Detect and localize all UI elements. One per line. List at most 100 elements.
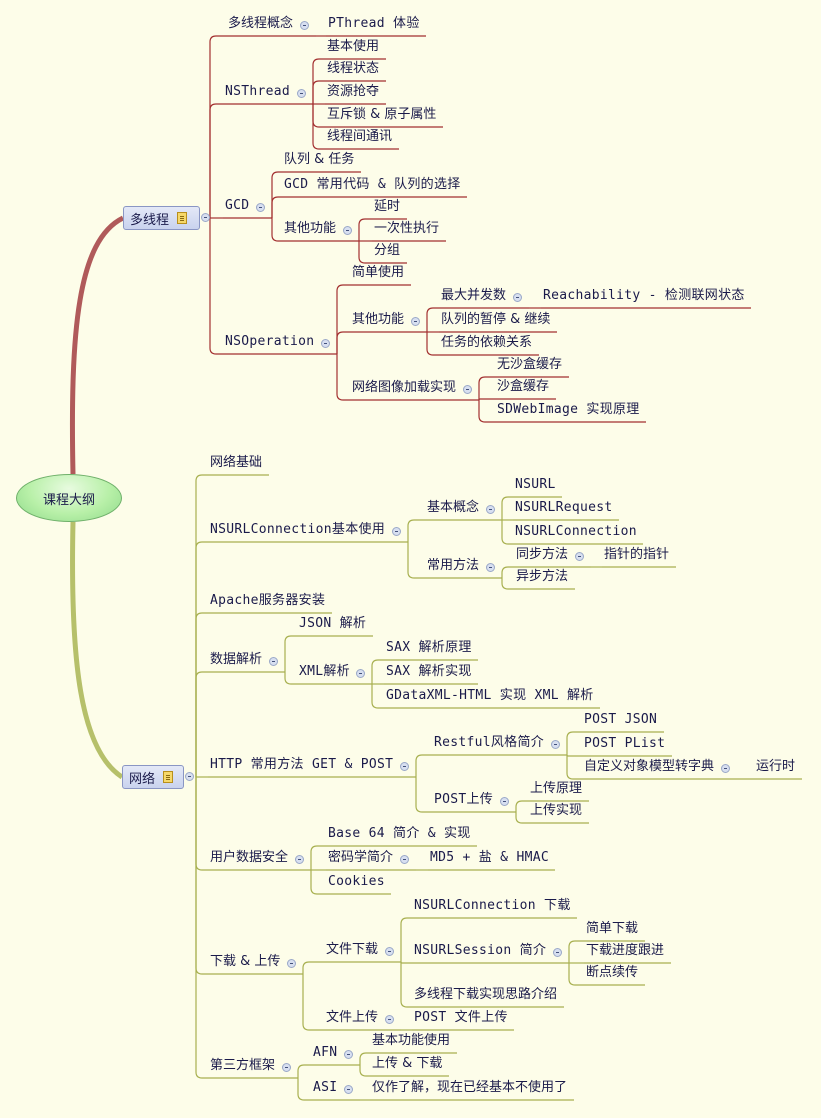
node-n3-1-1[interactable]: SAX 解析实现 [386, 664, 472, 679]
node-n1-0-0[interactable]: NSURL [515, 477, 556, 492]
collapse-toggle-icon[interactable] [400, 762, 409, 771]
node-n6-0-1[interactable]: NSURLSession 简介 [414, 943, 547, 958]
node-0[interactable]: 多线程概念 [228, 16, 294, 31]
root-node[interactable]: 课程大纲 [16, 474, 122, 522]
node-n1-0[interactable]: 基本概念 [427, 500, 480, 515]
node-n4-0-0[interactable]: POST JSON [584, 712, 658, 727]
collapse-toggle-icon[interactable] [551, 740, 560, 749]
node-n6[interactable]: 下载 & 上传 [210, 954, 281, 969]
node-n6-0-2[interactable]: 多线程下载实现思路介绍 [414, 987, 558, 1002]
node-3-2[interactable]: 网络图像加载实现 [352, 380, 457, 395]
topic-multithreading[interactable]: 多线程 [123, 206, 200, 230]
node-n1[interactable]: NSURLConnection基本使用 [210, 522, 386, 537]
node-2-2-1[interactable]: 一次性执行 [374, 221, 440, 236]
node-1-0[interactable]: 基本使用 [327, 39, 380, 54]
collapse-toggle-icon[interactable] [575, 552, 584, 561]
node-1-1[interactable]: 线程状态 [327, 61, 380, 76]
node-3-2-1[interactable]: 沙盒缓存 [497, 379, 550, 394]
node-n7-0-0[interactable]: 基本功能使用 [372, 1033, 451, 1048]
node-n1-1-0-0[interactable]: 指针的指针 [604, 547, 670, 562]
node-3-2-2[interactable]: SDWebImage 实现原理 [497, 402, 640, 417]
node-n7[interactable]: 第三方框架 [210, 1058, 276, 1073]
node-3-1-0-0[interactable]: Reachability - 检测联网状态 [543, 288, 745, 303]
node-n6-0[interactable]: 文件下载 [326, 942, 379, 957]
collapse-toggle-icon[interactable] [201, 213, 210, 222]
collapse-toggle-icon[interactable] [297, 89, 306, 98]
node-2-0[interactable]: 队列 & 任务 [284, 152, 355, 167]
node-3-1-1[interactable]: 队列的暂停 & 继续 [441, 312, 551, 327]
collapse-toggle-icon[interactable] [721, 764, 730, 773]
node-n3[interactable]: 数据解析 [210, 652, 263, 667]
node-n7-1-0[interactable]: 仅作了解，现在已经基本不使用了 [372, 1080, 568, 1095]
collapse-toggle-icon[interactable] [321, 339, 330, 348]
collapse-toggle-icon[interactable] [300, 21, 309, 30]
node-n4-1-1[interactable]: 上传实现 [530, 803, 583, 818]
node-n2[interactable]: Apache服务器安装 [210, 593, 326, 608]
node-n6-1-0[interactable]: POST 文件上传 [414, 1010, 508, 1025]
collapse-toggle-icon[interactable] [513, 293, 522, 302]
node-n1-0-1[interactable]: NSURLRequest [515, 500, 613, 515]
collapse-toggle-icon[interactable] [463, 385, 472, 394]
node-1-4[interactable]: 线程间通讯 [327, 129, 393, 144]
collapse-toggle-icon[interactable] [295, 855, 304, 864]
collapse-toggle-icon[interactable] [344, 1085, 353, 1094]
node-2-1[interactable]: GCD 常用代码 & 队列的选择 [284, 177, 461, 192]
node-n1-0-2[interactable]: NSURLConnection [515, 524, 637, 539]
collapse-toggle-icon[interactable] [269, 657, 278, 666]
collapse-toggle-icon[interactable] [287, 959, 296, 968]
node-1-2[interactable]: 资源抢夺 [327, 84, 380, 99]
node-n7-0[interactable]: AFN [313, 1045, 338, 1060]
node-3-2-0[interactable]: 无沙盒缓存 [497, 357, 563, 372]
node-n3-1-2[interactable]: GDataXML-HTML 实现 XML 解析 [386, 688, 594, 703]
node-n5[interactable]: 用户数据安全 [210, 850, 289, 865]
collapse-toggle-icon[interactable] [400, 855, 409, 864]
node-3-1-2[interactable]: 任务的依赖关系 [441, 335, 533, 350]
node-1[interactable]: NSThread [225, 84, 291, 99]
node-n3-1-0[interactable]: SAX 解析原理 [386, 640, 472, 655]
node-2-2-0[interactable]: 延时 [374, 199, 401, 214]
collapse-toggle-icon[interactable] [553, 948, 562, 957]
node-n5-1[interactable]: 密码学简介 [328, 850, 394, 865]
node-n7-0-1[interactable]: 上传 & 下载 [372, 1056, 443, 1071]
node-n4-0[interactable]: Restful风格简介 [434, 735, 545, 750]
node-3-1[interactable]: 其他功能 [352, 312, 405, 327]
node-n6-0-0[interactable]: NSURLConnection 下载 [414, 898, 571, 913]
node-2-2-2[interactable]: 分组 [374, 243, 401, 258]
node-n1-1[interactable]: 常用方法 [427, 558, 480, 573]
node-n4-0-2[interactable]: 自定义对象模型转字典 [584, 759, 715, 774]
node-n5-0[interactable]: Base 64 简介 & 实现 [328, 826, 471, 841]
node-n4-0-1[interactable]: POST PList [584, 736, 666, 751]
node-n6-0-1-2[interactable]: 断点续传 [586, 965, 639, 980]
node-n0[interactable]: 网络基础 [210, 455, 263, 470]
node-1-3[interactable]: 互斥锁 & 原子属性 [327, 107, 437, 122]
node-n4[interactable]: HTTP 常用方法 GET & POST [210, 757, 394, 772]
node-n3-0[interactable]: JSON 解析 [299, 616, 367, 631]
node-n6-1[interactable]: 文件上传 [326, 1010, 379, 1025]
node-n6-0-1-1[interactable]: 下载进度跟进 [586, 943, 665, 958]
collapse-toggle-icon[interactable] [500, 797, 509, 806]
node-0-0[interactable]: PThread 体验 [328, 16, 420, 31]
topic-network[interactable]: 网络 [122, 765, 184, 789]
node-n1-1-1[interactable]: 异步方法 [516, 569, 569, 584]
node-n6-0-1-0[interactable]: 简单下载 [586, 921, 639, 936]
node-3[interactable]: NSOperation [225, 334, 315, 349]
collapse-toggle-icon[interactable] [185, 772, 194, 781]
collapse-toggle-icon[interactable] [392, 527, 401, 536]
node-n4-0-2-0[interactable]: 运行时 [756, 759, 796, 774]
node-3-0[interactable]: 简单使用 [352, 265, 405, 280]
node-n4-1[interactable]: POST上传 [434, 792, 494, 807]
node-3-1-0[interactable]: 最大并发数 [441, 288, 507, 303]
node-2-2[interactable]: 其他功能 [284, 221, 337, 236]
node-n5-1-0[interactable]: MD5 + 盐 & HMAC [430, 850, 549, 865]
collapse-toggle-icon[interactable] [256, 203, 265, 212]
node-n5-2[interactable]: Cookies [328, 874, 385, 889]
collapse-toggle-icon[interactable] [486, 505, 495, 514]
node-n3-1[interactable]: XML解析 [299, 664, 350, 679]
collapse-toggle-icon[interactable] [343, 226, 352, 235]
node-n1-1-0[interactable]: 同步方法 [516, 547, 569, 562]
collapse-toggle-icon[interactable] [344, 1050, 353, 1059]
collapse-toggle-icon[interactable] [385, 947, 394, 956]
node-n4-1-0[interactable]: 上传原理 [530, 781, 583, 796]
collapse-toggle-icon[interactable] [282, 1063, 291, 1072]
collapse-toggle-icon[interactable] [486, 563, 495, 572]
